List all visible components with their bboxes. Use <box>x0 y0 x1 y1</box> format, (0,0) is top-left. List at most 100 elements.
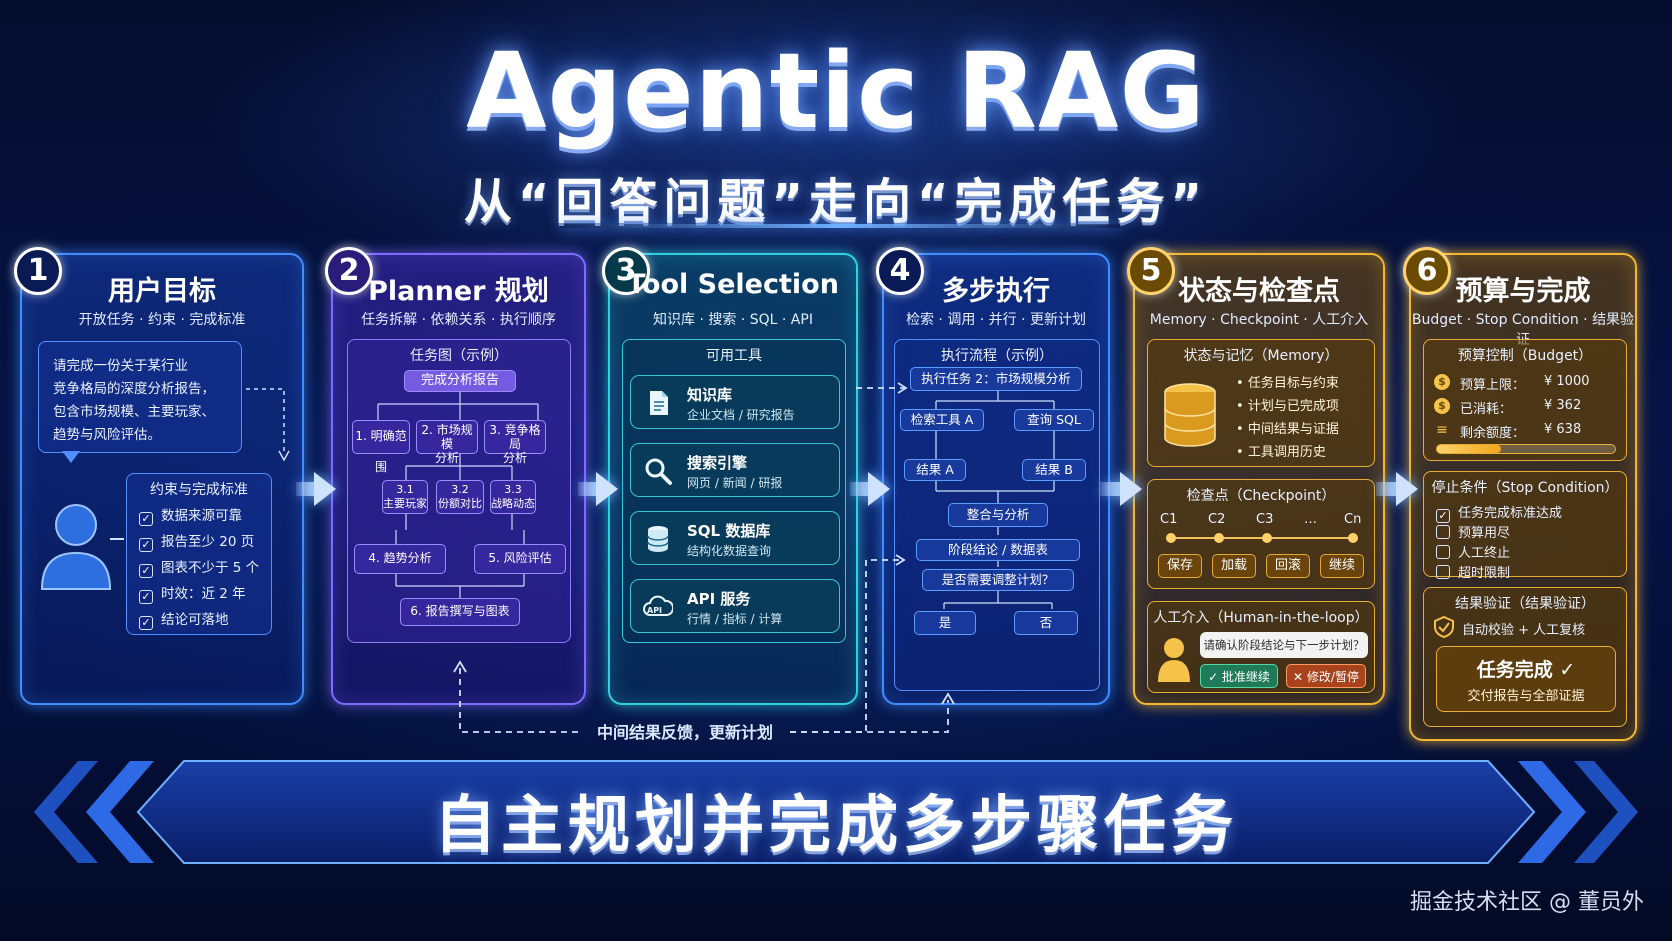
task-node-3: 3. 竞争格局分析 <box>484 420 546 465</box>
step-badge-4: 4 <box>876 247 924 295</box>
panel-title: 多步执行 <box>942 276 1050 307</box>
step-badge-2: 2 <box>325 247 373 295</box>
tool-desc: 企业文档 / 研究报告 <box>687 408 795 422</box>
flow-arrow-shaft <box>296 482 316 496</box>
checkpoint-load-button[interactable]: 加载 <box>1212 554 1256 578</box>
panel-tool-selection: 3 Tool Selection 知识库 · 搜索 · SQL · API 可用… <box>602 247 858 705</box>
budget-value: ¥ 1000 <box>1544 374 1590 389</box>
panel-title: Planner 规划 <box>368 276 549 307</box>
check-icon: ✓ <box>139 616 153 630</box>
balance-icon: ≡ <box>1436 422 1448 438</box>
arrow-to-constraints <box>110 538 124 540</box>
human-in-loop-box: 人工介入（Human-in-the-loop） 请确认阶段结论与下一步计划？ ✓… <box>1147 601 1375 693</box>
bubble-tail <box>62 451 80 463</box>
budget-progress-fill <box>1437 445 1502 453</box>
tool-name: 知识库 <box>687 386 733 404</box>
task-graph-box: 任务图（示例） 完成分析报告 1. 明确范围 2. 市场规模分析 3. 竞争格局… <box>347 339 571 643</box>
constraint-item: ✓数据来源可靠 <box>139 504 242 526</box>
task-node-6: 6. 报告撰写与图表 <box>400 598 520 626</box>
constraint-item: ✓结论可落地 <box>139 608 229 630</box>
exec-no-node: 否 <box>1014 611 1078 635</box>
budget-box: 预算控制（Budget） $ $ ≡ 预算上限： ¥ 1000 已消耗： ¥ 3… <box>1423 339 1627 461</box>
step-badge-5: 5 <box>1127 247 1175 295</box>
checkpoint-dot <box>1214 533 1224 543</box>
check-icon: ✓ <box>139 538 153 552</box>
approve-button[interactable]: ✓ 批准继续 <box>1200 664 1278 688</box>
checkbox-empty-icon <box>1436 545 1450 559</box>
tool-sql-database[interactable]: SQL 数据库 结构化数据查询 <box>630 511 840 565</box>
tool-search-engine[interactable]: 搜索引擎 网页 / 新闻 / 研报 <box>630 443 840 497</box>
checkpoint-label: C3 <box>1256 512 1274 527</box>
tool-knowledge-base[interactable]: 知识库 企业文档 / 研究报告 <box>630 375 840 429</box>
task-done-card: 任务完成 ✓ 交付报告与全部证据 <box>1436 646 1616 712</box>
sub-title: 从“回答问题”走向“完成任务” <box>463 174 1209 230</box>
memory-box: 状态与记忆（Memory） • 任务目标与约束 • 计划与已完成项 • 中间结果… <box>1147 339 1375 467</box>
exec-stage-node: 阶段结论 / 数据表 <box>916 539 1080 561</box>
verify-head: 结果验证（结果验证） <box>1455 596 1595 612</box>
shield-check-icon <box>1434 616 1454 638</box>
memory-item: • 工具调用历史 <box>1236 445 1326 460</box>
request-line: 包含市场规模、主要玩家、 <box>53 404 215 420</box>
tool-api-service[interactable]: API API 服务 行情 / 指标 / 计算 <box>630 579 840 633</box>
checkbox-empty-icon <box>1436 565 1450 579</box>
main-title: Agentic RAG <box>466 30 1206 152</box>
flow-arrow-icon <box>868 472 890 506</box>
tool-name: 搜索引擎 <box>687 454 748 472</box>
panel-user-goal: 1 用户目标 开放任务 · 约束 · 完成标准 请完成一份关于某行业 竞争格局的… <box>14 247 304 705</box>
constraint-item: ✓报告至少 20 页 <box>139 530 254 552</box>
database-icon <box>647 526 669 552</box>
memory-item: • 任务目标与约束 <box>1236 376 1339 391</box>
step-badge-3: 3 <box>602 247 650 295</box>
user-avatar-icon <box>40 504 112 590</box>
checkpoint-continue-button[interactable]: 继续 <box>1320 554 1364 578</box>
budget-progress-track <box>1436 444 1616 454</box>
constraint-item: ✓时效：近 2 年 <box>139 582 246 604</box>
flow-arrow-icon <box>1396 472 1418 506</box>
modify-pause-button[interactable]: ✕ 修改/暂停 <box>1286 664 1366 688</box>
human-head: 人工介入（Human-in-the-loop） <box>1153 610 1369 626</box>
step-badge-6: 6 <box>1403 247 1451 295</box>
tool-name: SQL 数据库 <box>687 522 771 540</box>
panel-planner: 2 Planner 规划 任务拆解 · 依赖关系 · 执行顺序 任务图（示例） … <box>325 247 586 705</box>
constraint-item: ✓图表不少于 5 个 <box>139 556 259 578</box>
bottom-banner-text: 自主规划并完成多步骤任务 <box>433 788 1238 861</box>
stop-item: 超时限制 <box>1436 562 1510 581</box>
tool-desc: 行情 / 指标 / 计算 <box>687 612 783 626</box>
task-node-1: 1. 明确范围 <box>352 420 410 474</box>
panel-subtitle: 知识库 · 搜索 · SQL · API <box>653 312 813 328</box>
checkbox-empty-icon <box>1436 525 1450 539</box>
panel-title: Tool Selection <box>627 269 839 300</box>
feedback-label: 中间结果反馈，更新计划 <box>596 723 773 742</box>
coin-icon: $ <box>1434 374 1450 390</box>
checkpoint-head: 检查点（Checkpoint） <box>1186 488 1336 504</box>
flow-arrow-shaft <box>1376 482 1398 496</box>
footer-watermark: 掘金技术社区 @ 董员外 <box>1410 890 1644 915</box>
person-icon <box>1158 638 1190 682</box>
exec-tool-a-node: 检索工具 A <box>900 409 984 431</box>
checkpoint-rollback-button[interactable]: 回滚 <box>1266 554 1310 578</box>
memory-item: • 中间结果与证据 <box>1236 422 1339 437</box>
panel-budget-completion: 6 预算与完成 Budget · Stop Condition · 结果验证 预… <box>1403 247 1637 741</box>
step-badge-1: 1 <box>14 247 62 295</box>
exec-sql-node: 查询 SQL <box>1014 409 1094 431</box>
flow-arrow-shaft <box>850 482 870 496</box>
coin-icon: $ <box>1434 398 1450 414</box>
panel-title: 预算与完成 <box>1455 276 1591 307</box>
flow-arrow-shaft <box>578 482 598 496</box>
checkpoint-save-button[interactable]: 保存 <box>1158 554 1202 578</box>
checkpoint-dot <box>1262 533 1272 543</box>
tool-desc: 结构化数据查询 <box>687 544 772 558</box>
panel-state-checkpoint: 5 状态与检查点 Memory · Checkpoint · 人工介入 状态与记… <box>1127 247 1385 705</box>
stop-item: 预算用尽 <box>1436 522 1510 541</box>
stop-item: ✓任务完成标准达成 <box>1436 502 1562 523</box>
search-icon <box>645 458 672 485</box>
panel-title: 用户目标 <box>108 276 216 307</box>
title-glow-line <box>560 224 1120 228</box>
task-node-4: 4. 趋势分析 <box>354 544 446 574</box>
task-done-title: 任务完成 ✓ <box>1476 659 1576 681</box>
check-icon: ✓ <box>139 564 153 578</box>
tool-desc: 网页 / 新闻 / 研报 <box>687 476 783 490</box>
budget-value: ¥ 362 <box>1544 398 1582 413</box>
